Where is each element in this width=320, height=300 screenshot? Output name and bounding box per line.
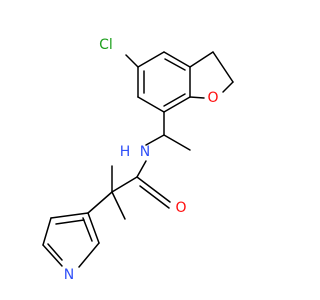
bond-py-c3-c2-double <box>82 217 93 242</box>
bond-o-c4 <box>189 96 205 99</box>
atom-labels: Cl O H N O N <box>64 37 219 283</box>
bond-cq-pyridine <box>87 191 113 214</box>
bond-py-c5-c4 <box>50 212 89 219</box>
bond-c5-c6 <box>137 96 165 113</box>
bond-c3-ch2 <box>189 51 214 68</box>
bond-carbonyl-o-double <box>139 185 170 209</box>
bond-c4-c5 <box>163 96 191 113</box>
bond-ch2-ch2 <box>212 51 234 83</box>
bond-c1-c2 <box>137 51 165 68</box>
bond-py-c6-c5 <box>42 217 52 246</box>
bond-n-carbonyl <box>136 160 147 178</box>
bonds <box>42 51 234 268</box>
amide-nitrogen-atom-label: N <box>140 144 150 160</box>
bond-ch-methyl <box>163 134 191 151</box>
bond-py-n-c6-double <box>47 243 63 261</box>
bond-carbonyl-o <box>136 176 171 203</box>
ring-oxygen-atom-label: O <box>207 90 218 106</box>
bond-c1-cl <box>125 54 139 68</box>
bond-c2-c3-double <box>164 58 186 71</box>
bond-cq-methyl-2 <box>111 191 126 220</box>
bond-py-c2-n <box>78 242 100 268</box>
bond-c4-c5-double <box>163 93 186 107</box>
chlorine-atom-label: Cl <box>99 37 113 53</box>
pyridine-nitrogen-atom-label: N <box>64 267 74 283</box>
bond-ch-n <box>145 134 165 146</box>
bond-c2-c3 <box>163 51 191 68</box>
bond-py-c5-c4-double <box>55 219 85 225</box>
bond-ch2-o <box>222 81 234 93</box>
molecule-diagram: Cl O H N O N <box>42 37 234 283</box>
bond-py-n-c6 <box>42 244 63 267</box>
carbonyl-oxygen-atom-label: O <box>175 200 186 216</box>
structure-drawing: Cl O H N O N <box>42 37 234 283</box>
amide-hydrogen-atom-label: H <box>120 144 131 160</box>
bond-carbonyl-cq <box>111 176 138 193</box>
bond-py-c3-c2 <box>87 212 100 244</box>
